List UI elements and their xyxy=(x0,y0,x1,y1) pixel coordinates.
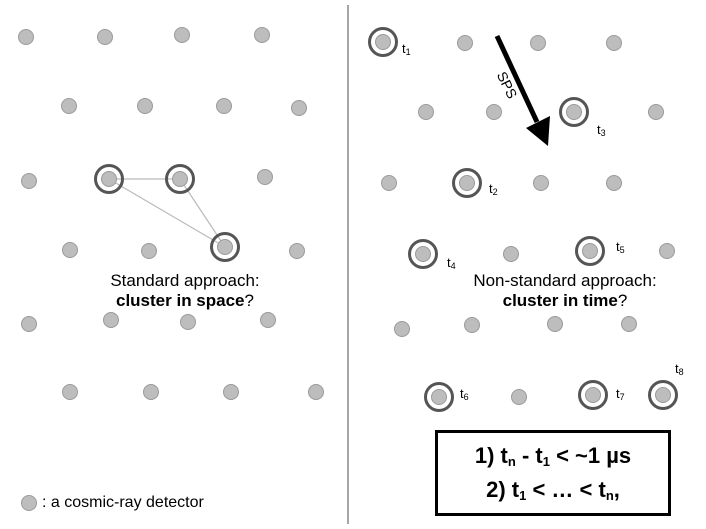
detector-dot xyxy=(172,171,188,187)
detector-dot xyxy=(375,34,391,50)
hit-detector-ring xyxy=(559,97,589,127)
hit-detector-ring xyxy=(578,380,608,410)
detector-dot xyxy=(418,104,434,120)
standard-approach-line1: Standard approach: xyxy=(110,271,260,290)
detector-dot xyxy=(137,98,153,114)
detector-dot xyxy=(291,100,307,116)
detector-dot xyxy=(143,384,159,400)
detector-dot xyxy=(431,389,447,405)
time-label-t4: t4 xyxy=(447,255,456,272)
time-label-t6: t6 xyxy=(460,386,469,403)
detector-dot xyxy=(260,312,276,328)
detector-dot xyxy=(381,175,397,191)
detector-dot xyxy=(61,98,77,114)
time-label-t7: t7 xyxy=(616,386,625,403)
hit-detector-ring xyxy=(575,236,605,266)
detector-dot xyxy=(62,242,78,258)
detector-dot xyxy=(289,243,305,259)
detector-dot xyxy=(18,29,34,45)
detector-dot xyxy=(180,314,196,330)
detector-dot xyxy=(223,384,239,400)
non-standard-approach-caption: Non-standard approach: cluster in time? xyxy=(465,271,665,311)
detector-dot xyxy=(606,35,622,51)
space-cluster-triangle xyxy=(108,178,226,248)
hit-detector-ring xyxy=(452,168,482,198)
detector-dot xyxy=(216,98,232,114)
detector-dot xyxy=(394,321,410,337)
detector-dot xyxy=(174,27,190,43)
hit-detector-ring xyxy=(408,239,438,269)
detector-dot xyxy=(97,29,113,45)
detector-dot xyxy=(530,35,546,51)
time-label-t5: t5 xyxy=(616,239,625,256)
time-label-t8: t8 xyxy=(675,361,684,378)
detector-dot xyxy=(533,175,549,191)
time-label-t3: t3 xyxy=(597,122,606,139)
detector-dot xyxy=(415,246,431,262)
detector-dot xyxy=(566,104,582,120)
detector-dot xyxy=(511,389,527,405)
hit-detector-ring xyxy=(210,232,240,262)
detector-dot xyxy=(464,317,480,333)
non-standard-approach-line2: cluster in time? xyxy=(502,291,628,310)
detector-dot xyxy=(585,387,601,403)
detector-dot xyxy=(457,35,473,51)
standard-approach-caption: Standard approach: cluster in space? xyxy=(60,271,310,311)
detector-dot xyxy=(103,312,119,328)
condition-2: 2) t1 < … < tn, xyxy=(486,477,620,503)
detector-dot xyxy=(21,173,37,189)
non-standard-approach-line1: Non-standard approach: xyxy=(473,271,657,290)
hit-detector-ring xyxy=(424,382,454,412)
hit-detector-ring xyxy=(648,380,678,410)
detector-dot xyxy=(459,175,475,191)
time-label-t1: t1 xyxy=(402,41,411,58)
detector-dot xyxy=(141,243,157,259)
detector-dot xyxy=(582,243,598,259)
detector-dot xyxy=(62,384,78,400)
detector-dot xyxy=(21,316,37,332)
sps-arrow xyxy=(494,34,550,146)
detector-dot xyxy=(621,316,637,332)
hit-detector-ring xyxy=(368,27,398,57)
detector-dot xyxy=(606,175,622,191)
hit-detector-ring xyxy=(94,164,124,194)
detector-dot xyxy=(655,387,671,403)
detector-dot xyxy=(257,169,273,185)
detector-dot xyxy=(486,104,502,120)
condition-1: 1) tn - t1 < ~1 µs xyxy=(474,443,632,469)
detector-dot xyxy=(254,27,270,43)
hit-detector-ring xyxy=(165,164,195,194)
legend-text: : a cosmic-ray detector xyxy=(42,494,204,511)
detector-dot xyxy=(101,171,117,187)
detector-dot xyxy=(648,104,664,120)
detector-dot xyxy=(547,316,563,332)
detector-dot xyxy=(503,246,519,262)
detector-dot xyxy=(308,384,324,400)
conditions-box: 1) tn - t1 < ~1 µs 2) t1 < … < tn, xyxy=(435,430,671,516)
standard-approach-line2: cluster in space? xyxy=(116,291,254,310)
detector-dot xyxy=(217,239,233,255)
detector-dot xyxy=(659,243,675,259)
time-label-t2: t2 xyxy=(489,181,498,198)
legend-detector-icon xyxy=(21,495,37,511)
